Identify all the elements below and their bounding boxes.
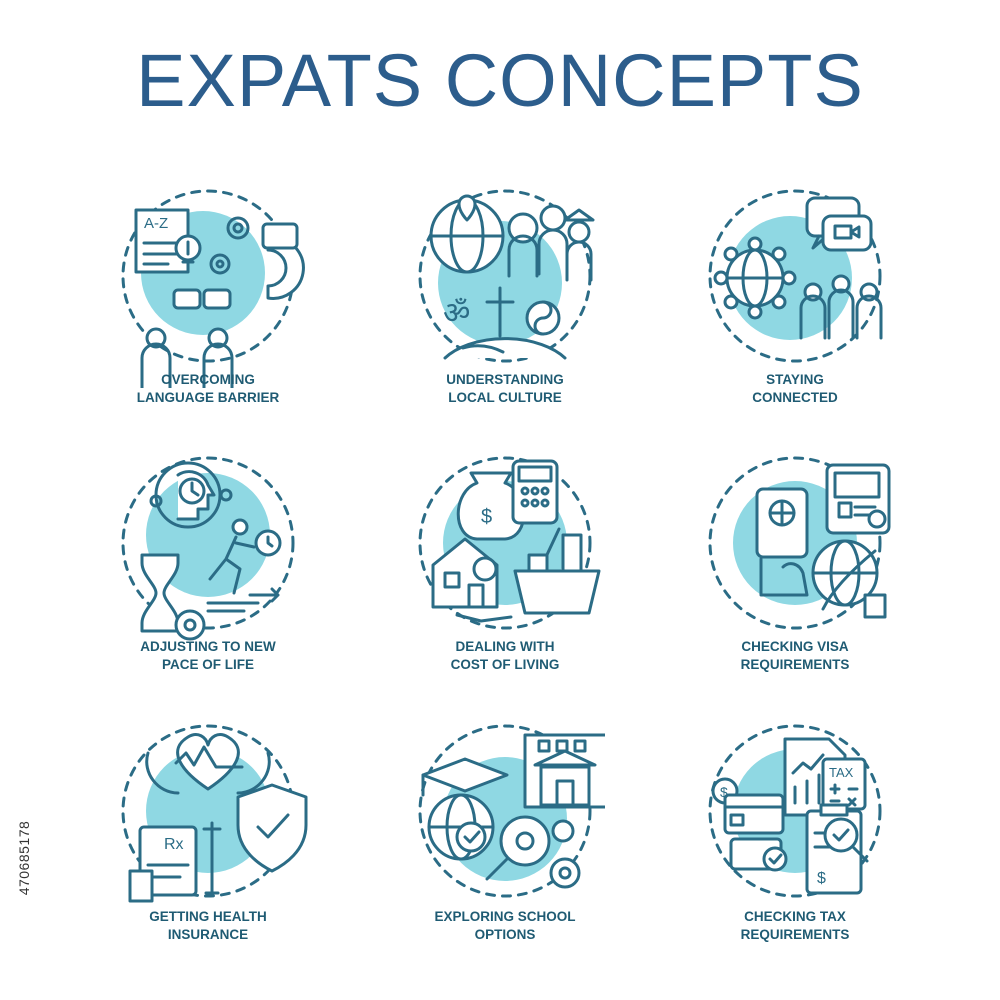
staying-connected-icon	[708, 189, 883, 363]
health-insurance-icon: Rx	[121, 724, 308, 903]
language-barrier-icon: A-Z	[121, 189, 305, 388]
svg-text:ॐ: ॐ	[443, 296, 470, 331]
svg-text:A-Z: A-Z	[144, 215, 168, 232]
svg-text:Rx: Rx	[164, 836, 184, 853]
page-title: EXPATS CONCEPTS	[136, 39, 864, 122]
visa-requirements-icon	[708, 456, 891, 630]
pace-of-life-icon	[121, 456, 295, 641]
school-options-icon	[418, 724, 605, 898]
svg-text:TAX: TAX	[829, 765, 854, 780]
svg-text:$: $	[481, 506, 492, 528]
cost-of-living-icon: $	[418, 456, 601, 630]
svg-text:$: $	[720, 784, 728, 800]
stock-id-watermark: 470685178	[16, 820, 32, 896]
svg-text:$: $	[817, 870, 826, 887]
local-culture-icon: ॐ	[418, 189, 595, 363]
tax-requirements-icon: TAX $ $	[708, 724, 882, 898]
